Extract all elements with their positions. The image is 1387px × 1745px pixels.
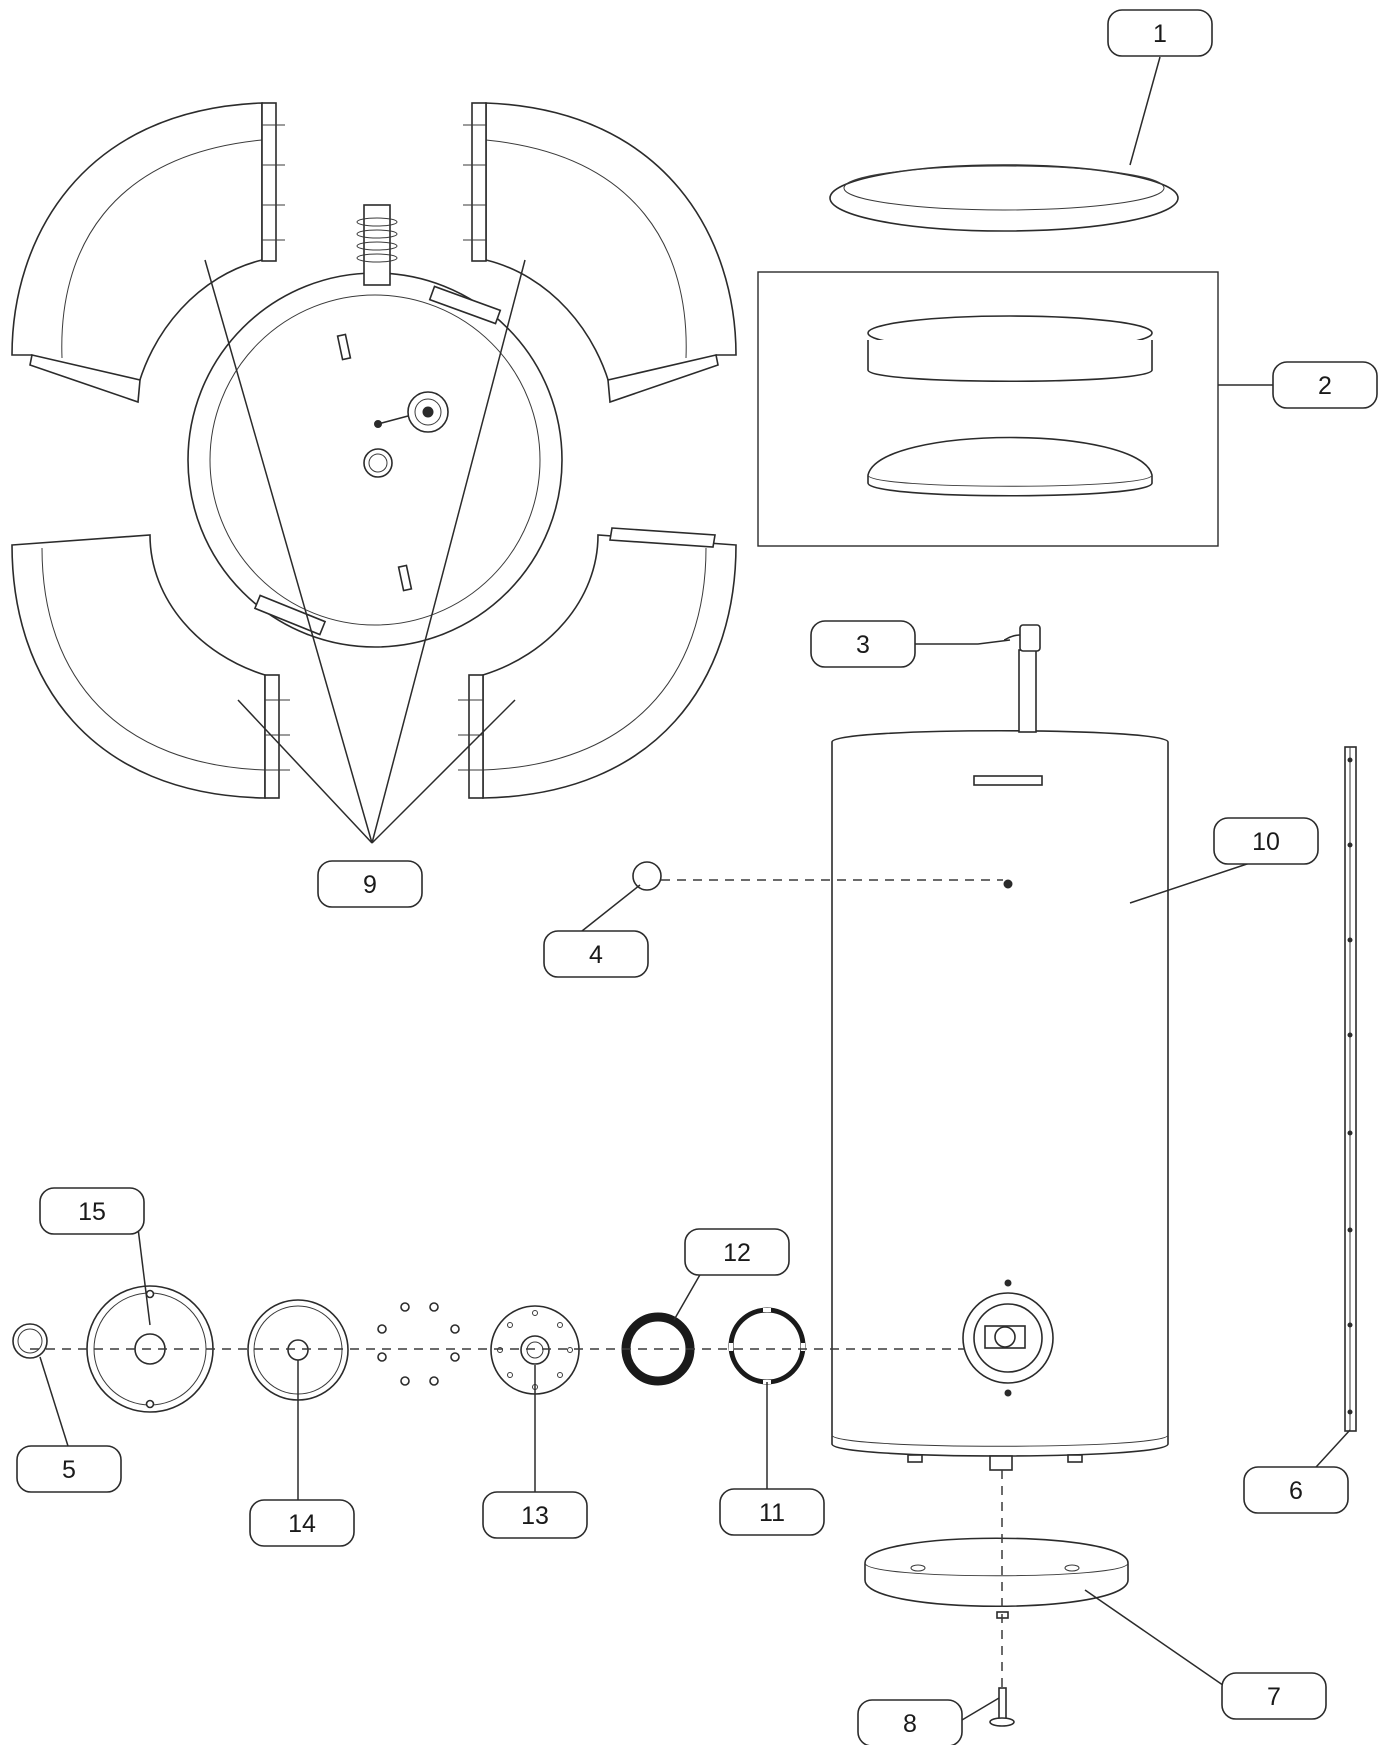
callout-9-text: 9 — [363, 871, 377, 899]
bottom-cover-part-7 — [864, 1537, 1129, 1619]
plug-part-4 — [632, 861, 662, 891]
clamp-ring-part-11 — [728, 1307, 806, 1385]
callout-7: 7 — [1221, 1672, 1327, 1720]
top-ring-part-1 — [829, 164, 1179, 232]
callout-2: 2 — [1272, 361, 1378, 409]
callout-15-text: 15 — [78, 1198, 106, 1226]
callout-13-text: 13 — [521, 1502, 549, 1530]
callout-12: 12 — [684, 1228, 790, 1276]
cover-set-part-2 — [757, 271, 1219, 547]
callout-10-text: 10 — [1252, 828, 1280, 856]
callout-15: 15 — [39, 1187, 145, 1235]
callout-1: 1 — [1107, 9, 1213, 57]
knob-part-5 — [12, 1323, 48, 1359]
callout-1-text: 1 — [1153, 20, 1167, 48]
callout-11-text: 11 — [759, 1499, 785, 1527]
side-strip-part-6 — [1344, 746, 1357, 1432]
tank-body-part-10 — [831, 624, 1169, 1471]
callout-13: 13 — [482, 1491, 588, 1539]
callout-9: 9 — [317, 860, 423, 908]
callout-3-text: 3 — [856, 631, 870, 659]
insulation-assembly-part-9 — [11, 102, 737, 799]
callout-2-text: 2 — [1318, 372, 1332, 400]
foot-screw-part-8 — [989, 1687, 1015, 1727]
callout-6: 6 — [1243, 1466, 1349, 1514]
callout-3: 3 — [810, 620, 916, 668]
callout-4: 4 — [543, 930, 649, 978]
callout-14: 14 — [249, 1499, 355, 1547]
callout-6-text: 6 — [1289, 1477, 1303, 1505]
callout-5-text: 5 — [62, 1456, 76, 1484]
callout-14-text: 14 — [288, 1510, 316, 1538]
callout-8-text: 8 — [903, 1710, 917, 1738]
heater-flange-part-13 — [490, 1305, 580, 1395]
callout-8: 8 — [857, 1699, 963, 1745]
leader-lines — [39, 56, 1351, 1721]
bolts — [377, 1302, 460, 1386]
callout-7-text: 7 — [1267, 1683, 1281, 1711]
callout-5: 5 — [16, 1445, 122, 1493]
callout-11: 11 — [719, 1488, 825, 1536]
callout-10: 10 — [1213, 817, 1319, 865]
callout-4-text: 4 — [589, 941, 603, 969]
callout-12-text: 12 — [723, 1239, 751, 1267]
